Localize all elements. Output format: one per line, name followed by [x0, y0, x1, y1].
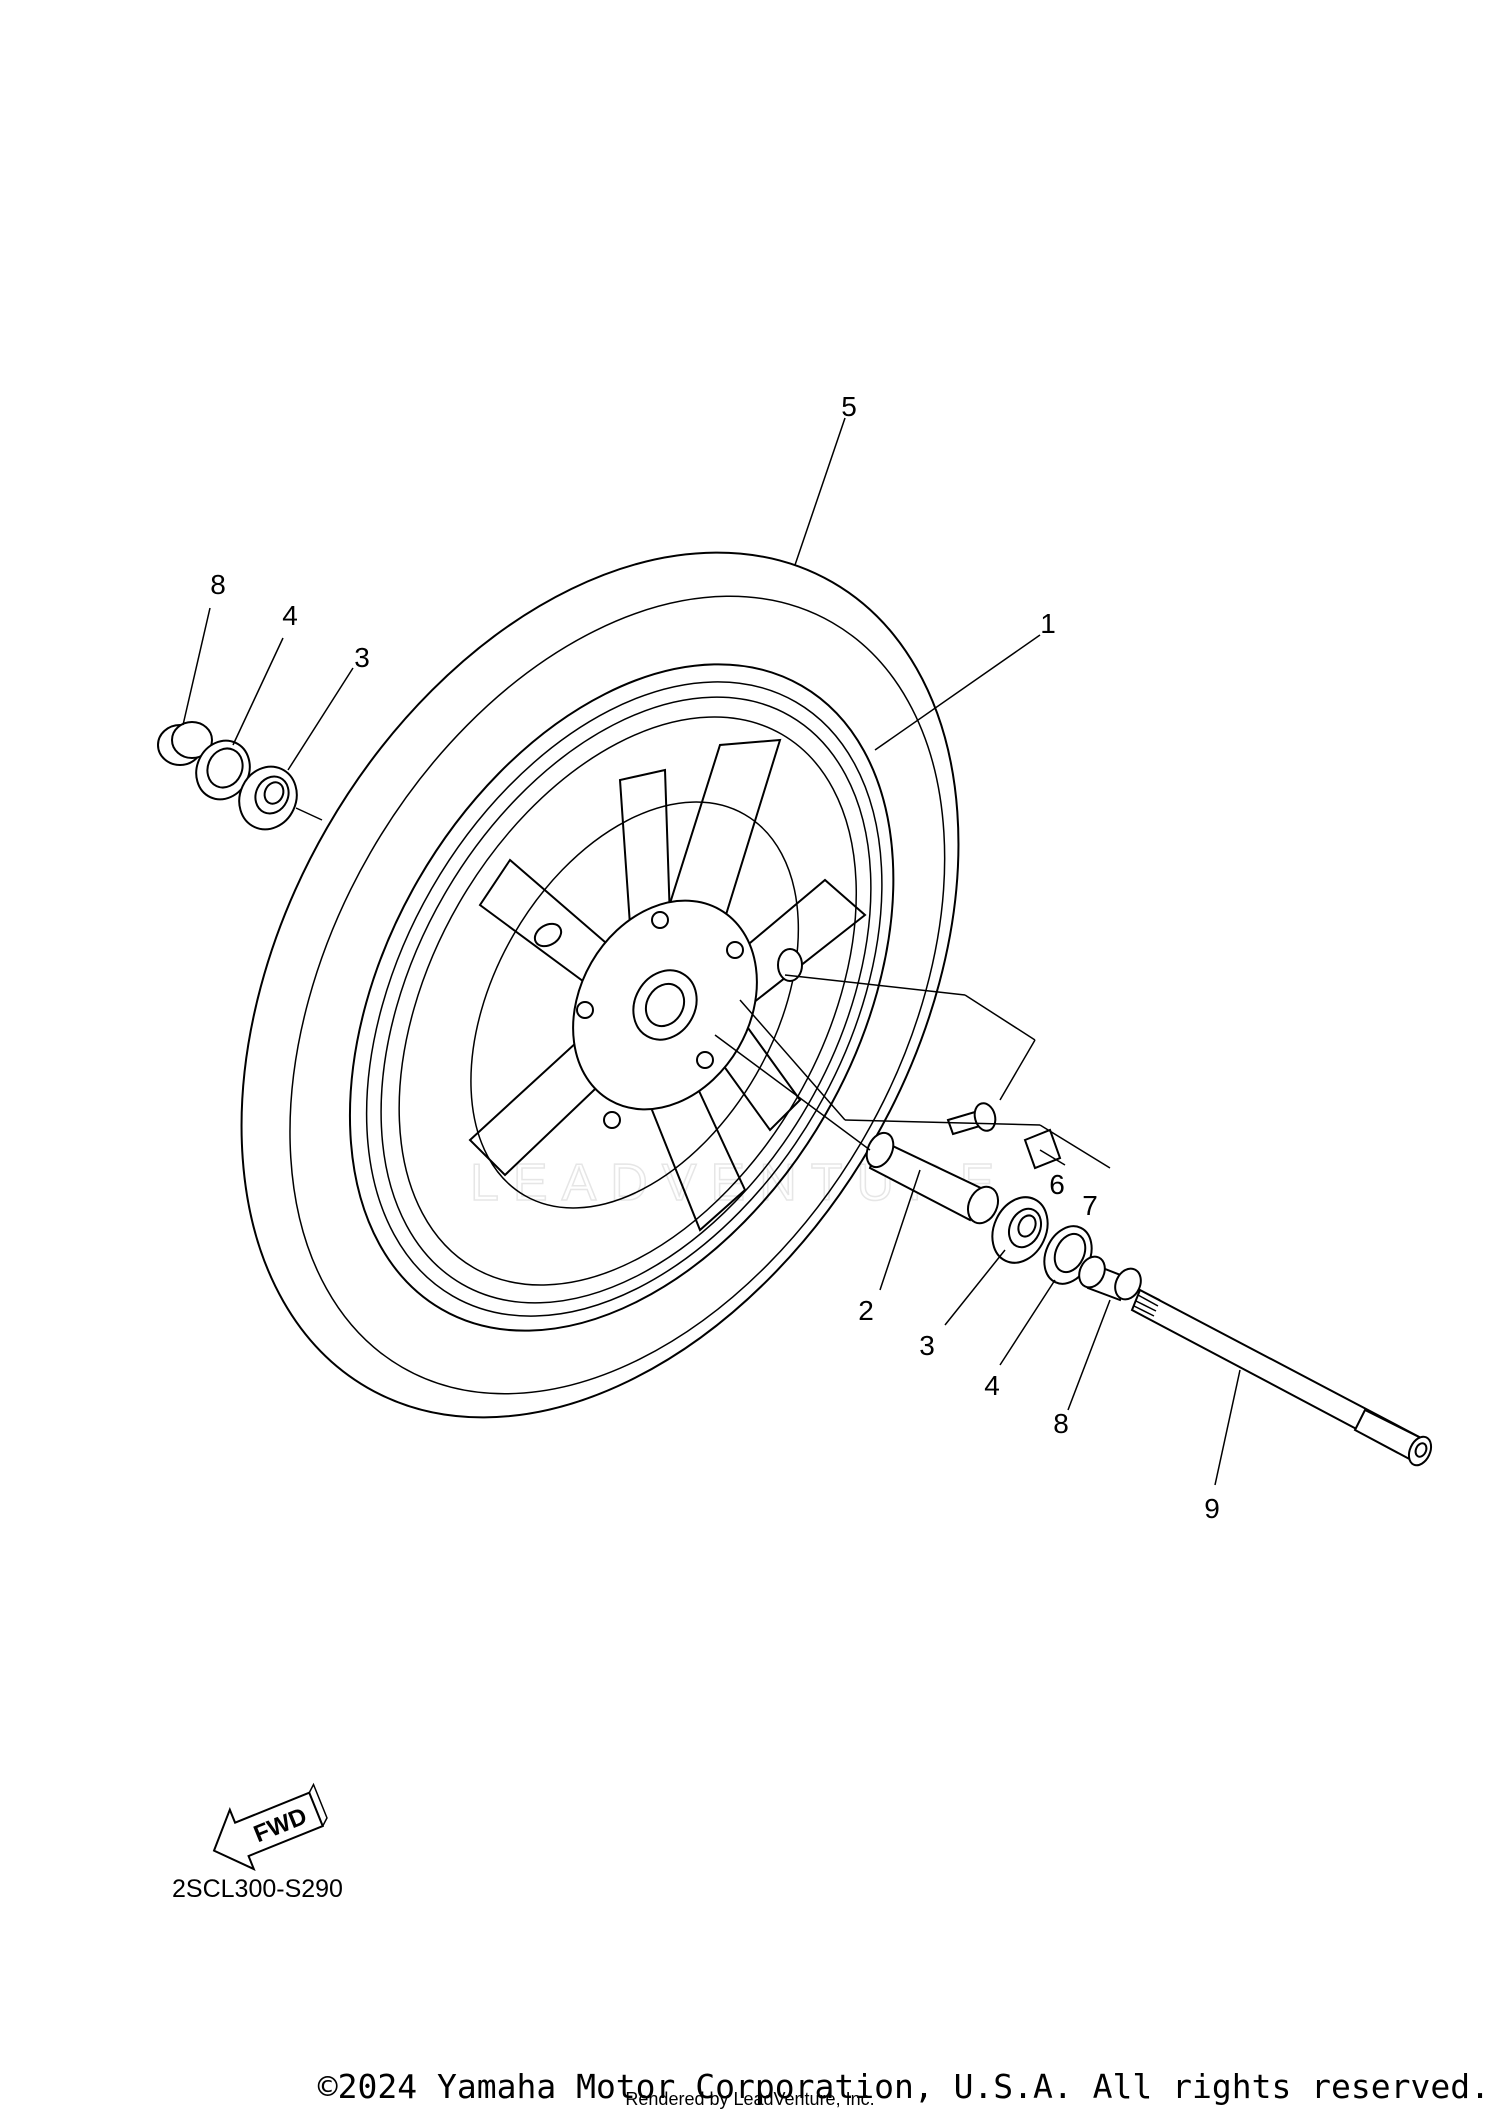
callout-8-right: 8 — [1053, 1408, 1069, 1439]
leader-lines — [182, 417, 1241, 1486]
bearing-left — [238, 765, 298, 831]
wheel-hub — [533, 899, 803, 1129]
rendered-by: Rendered by LeadVenture, Inc. — [625, 2089, 874, 2109]
callout-2: 2 — [858, 1295, 874, 1326]
callout-6: 6 — [1049, 1169, 1065, 1200]
callout-5: 5 — [841, 391, 857, 422]
callout-4-right: 4 — [984, 1370, 1000, 1401]
oil-seal-left — [195, 739, 251, 801]
rim-outer — [348, 663, 895, 1332]
callout-1: 1 — [1040, 608, 1056, 639]
callout-4-left: 4 — [282, 600, 298, 631]
left-bearing-stack — [157, 721, 323, 831]
copyright: ©2024 Yamaha Motor Corporation, U.S.A. A… — [318, 2067, 1490, 2106]
axle-spacer — [714, 1034, 1000, 1225]
rim-edge-2 — [380, 696, 872, 1304]
callout-8-left: 8 — [210, 569, 226, 600]
bearing-right — [991, 1196, 1049, 1264]
wheel-assembly — [240, 551, 960, 1419]
callout-9: 9 — [1204, 1493, 1220, 1524]
callout-3-right: 3 — [919, 1330, 935, 1361]
callout-7: 7 — [1082, 1190, 1098, 1221]
tire-valve — [784, 974, 1036, 1136]
brake-disc — [470, 801, 800, 1209]
part-code: 2SCL300-S290 — [172, 1875, 343, 1903]
collar-left — [157, 721, 213, 766]
fwd-arrow-icon: FWD — [212, 1782, 328, 1872]
callout-labels: 5 8 4 3 1 6 7 2 3 4 8 9 — [210, 391, 1220, 1524]
wheel-axle — [1130, 1288, 1433, 1467]
collar-right — [1078, 1255, 1142, 1302]
balance-weight — [739, 999, 1111, 1170]
callout-3-left: 3 — [354, 642, 370, 673]
